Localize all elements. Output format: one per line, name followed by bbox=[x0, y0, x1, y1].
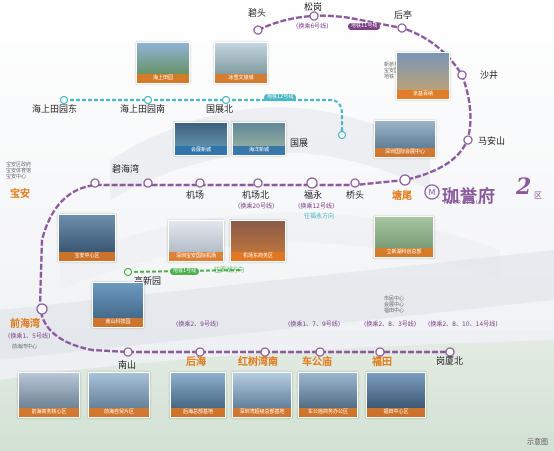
note-futian: 市民中心 会展中心 福田中心 bbox=[384, 296, 405, 314]
tag-line11: 地铁11号线 bbox=[348, 23, 381, 30]
thumb-futian: 福田中心区 bbox=[366, 372, 426, 418]
transfer-gangxiabei: (换乘2、8、10、14号线) bbox=[428, 321, 498, 328]
note-qianhaiwan: 前海湾中心 bbox=[12, 344, 38, 350]
station-baoan: 宝安 bbox=[10, 189, 30, 200]
transfer-futian: (换乘2、8、3号线) bbox=[364, 321, 417, 328]
station-gaoxinyuan: 高新园 bbox=[134, 277, 162, 287]
thumb-expo: 深圳国际会展中心 bbox=[374, 120, 436, 158]
station-houhai: 后海 bbox=[186, 357, 206, 368]
station-tangwei: 塘尾 bbox=[392, 191, 412, 202]
station-bitou: 碧头 bbox=[248, 9, 267, 19]
thumb-haishang: 海上田园 bbox=[136, 42, 190, 84]
transfer-qianhaiwan: (换乘1、5号线) bbox=[8, 333, 51, 340]
thumb-bingxue: 冰雪文旅城 bbox=[214, 42, 268, 84]
station-qiaotou: 桥头 bbox=[346, 191, 365, 201]
station-airport-north: 机场北 bbox=[242, 191, 270, 201]
logo-name: 珈誉府 bbox=[442, 187, 496, 207]
thumb-houhai: 后海总部基地 bbox=[170, 372, 226, 418]
thumb-airport: 深圳宝安国际机场 bbox=[168, 220, 224, 262]
thumb-nanshan-tech: 南山科技园 bbox=[92, 282, 144, 328]
dir-line12: 往福永方向 bbox=[304, 213, 335, 220]
station-fuyong: 福永 bbox=[304, 191, 323, 201]
logo-m-icon: M bbox=[424, 184, 440, 200]
logo-qu: 区 bbox=[534, 191, 542, 200]
station-bibo: 碧海湾 bbox=[112, 165, 140, 175]
thumb-lixinhu: 立新湖科创总部 bbox=[374, 216, 434, 258]
thumb-jingji: 京基百纳 bbox=[396, 52, 450, 100]
station-songgang: 松岗 bbox=[304, 3, 323, 13]
station-chegongmiao: 车公庙 bbox=[302, 357, 332, 368]
thumb-airport-east: 机场东商务区 bbox=[230, 220, 286, 262]
station-futian: 福田 bbox=[372, 357, 392, 368]
logo-en: METROPOLIS bbox=[444, 200, 487, 206]
svg-text:M: M bbox=[429, 188, 436, 197]
logo-two: 2 bbox=[516, 174, 532, 200]
thumb-huizhan: 会展新城 bbox=[174, 122, 228, 156]
station-houting: 后亭 bbox=[394, 11, 413, 21]
thumb-chegongmiao: 车公庙商务办公区 bbox=[298, 372, 358, 418]
station-shajing: 沙井 bbox=[480, 71, 499, 81]
station-dots bbox=[36, 11, 473, 357]
station-nanshan: 南山 bbox=[118, 361, 137, 371]
tag-line12: 地铁12号线 bbox=[264, 94, 297, 101]
station-airport: 机场 bbox=[186, 191, 205, 201]
tag-line1: 地铁1号线 bbox=[170, 268, 200, 275]
station-shangtian-south: 海上田园南 bbox=[120, 105, 166, 115]
note-baoan: 宝安区政府 宝安体育馆 宝安中心 bbox=[6, 162, 32, 180]
thumb-bay: 深圳湾超级总部基地 bbox=[232, 372, 292, 418]
transfer-houhai: (换乘2、9号线) bbox=[176, 321, 219, 328]
thumb-haiyang: 海洋新城 bbox=[232, 122, 286, 156]
transfer-airport-north: (换乘20号线) bbox=[238, 203, 275, 210]
project-logo: M 珈誉府 METROPOLIS 2 区 bbox=[424, 174, 544, 208]
transfer-fuyong: (换乘12号线) bbox=[298, 203, 335, 210]
transfer-songgang: (换乘6号线) bbox=[296, 23, 329, 30]
thumb-qianhai-ftz: 前海自贸片区 bbox=[88, 372, 150, 418]
dir-line1: 往罗湖方向 bbox=[214, 267, 245, 274]
thumb-baoan-center: 宝安中心区 bbox=[58, 214, 116, 262]
station-maanshan: 马安山 bbox=[478, 137, 506, 147]
footer-note: 示意图 bbox=[527, 438, 548, 446]
thumb-qianhai-cbd: 前海商务核心区 bbox=[18, 372, 80, 418]
station-gangxiabei: 岗厦北 bbox=[436, 357, 464, 367]
station-guozhan-north: 国展北 bbox=[206, 105, 234, 115]
station-qianhaiwan: 前海湾 bbox=[10, 319, 40, 330]
station-guozhan: 国展 bbox=[290, 139, 309, 149]
transfer-chegongmiao: (换乘1、7、9号线) bbox=[288, 321, 341, 328]
station-shangtian-east: 海上田园东 bbox=[32, 105, 78, 115]
station-hongshuwan: 红树湾南 bbox=[238, 357, 278, 368]
